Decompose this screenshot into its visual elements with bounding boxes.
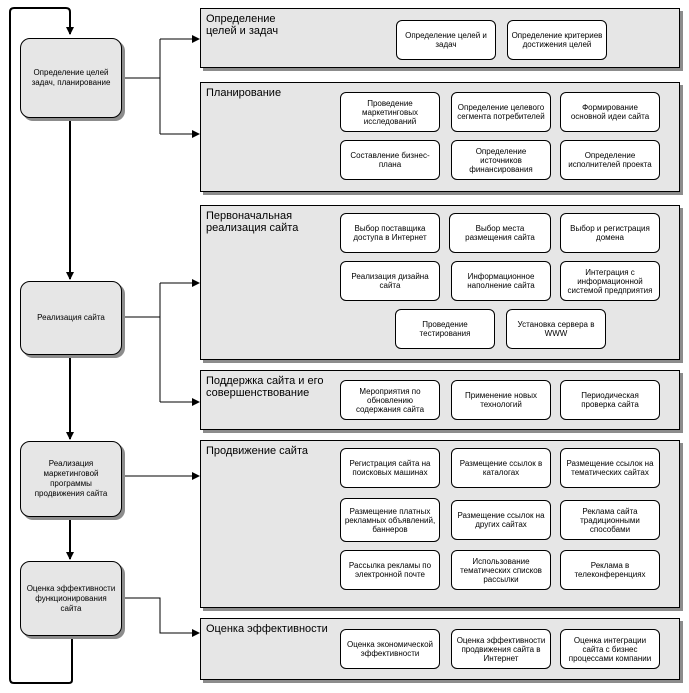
task-box: Формирование основной идеи сайта bbox=[560, 92, 660, 132]
task-box: Определение исполнителей проекта bbox=[560, 140, 660, 180]
branch-stage2 bbox=[122, 283, 161, 402]
panel-title: Продвижение сайта bbox=[206, 445, 308, 457]
task-box: Выбор и регистрация домена bbox=[560, 213, 660, 253]
task-box: Оценка экономической эффективности bbox=[340, 629, 440, 669]
task-box: Определение источников финансирования bbox=[451, 140, 551, 180]
task-box: Выбор поставщика доступа в Интернет bbox=[340, 213, 440, 253]
task-box: Рассылка рекламы по электронной почте bbox=[340, 550, 440, 590]
task-box: Определение целей и задач bbox=[396, 20, 496, 60]
feedback-loop-arrow bbox=[9, 7, 74, 684]
stage-label: Реализация маркетинговой программы продв… bbox=[34, 459, 108, 498]
task-box: Установка сервера в WWW bbox=[506, 309, 606, 349]
task-box: Размещение ссылок в каталогах bbox=[451, 448, 551, 488]
panel-title: Первоначальная реализация сайта bbox=[206, 210, 299, 234]
panel-goals: Определение целей и задач Определение це… bbox=[200, 8, 680, 68]
stage-box-1: Определение целей задач, планирование bbox=[20, 38, 122, 118]
panel-title: Определение целей и задач bbox=[206, 13, 279, 37]
task-box: Составление бизнес-плана bbox=[340, 140, 440, 180]
branch-stage1 bbox=[122, 39, 161, 134]
task-box: Оценка эффективности продвижения сайта в… bbox=[451, 629, 551, 669]
task-box: Реклама в телеконференциях bbox=[560, 550, 660, 590]
task-box: Оценка интеграции сайта с бизнес процесс… bbox=[560, 629, 660, 669]
task-box: Мероприятия по обновлению содержания сай… bbox=[340, 380, 440, 420]
task-box: Размещение ссылок на тематических сайтах bbox=[560, 448, 660, 488]
stage-box-2: Реализация сайта bbox=[20, 281, 122, 355]
task-box: Размещение платных рекламных объявлений,… bbox=[340, 498, 440, 542]
panel-title: Планирование bbox=[206, 87, 282, 99]
panel-title: Поддержка сайта и его совершенствование bbox=[206, 375, 324, 399]
stage-box-3: Реализация маркетинговой программы продв… bbox=[20, 441, 122, 517]
panel-promotion: Продвижение сайта Регистрация сайта на п… bbox=[200, 440, 680, 608]
panel-title: Оценка эффективности bbox=[206, 623, 328, 635]
task-box: Периодическая проверка сайта bbox=[560, 380, 660, 420]
task-box: Реклама сайта традиционными способами bbox=[560, 500, 660, 540]
task-box: Реализация дизайна сайта bbox=[340, 261, 440, 301]
panel-evaluation: Оценка эффективности Оценка экономическо… bbox=[200, 618, 680, 680]
panel-planning: Планирование Проведение маркетинговых ис… bbox=[200, 82, 680, 192]
task-box: Информационное наполнение сайта bbox=[451, 261, 551, 301]
task-box: Определение целевого сегмента потребител… bbox=[451, 92, 551, 132]
stage-label: Оценка эффективности функционирования са… bbox=[26, 583, 116, 613]
branch-stage4-p6 bbox=[122, 597, 200, 637]
panel-support: Поддержка сайта и его совершенствование … bbox=[200, 370, 680, 430]
stage-label: Реализация сайта bbox=[37, 313, 105, 322]
task-box: Определение критериев достижения целей bbox=[507, 20, 607, 60]
panel-implementation: Первоначальная реализация сайта Выбор по… bbox=[200, 205, 680, 360]
task-box: Выбор места размещения сайта bbox=[449, 213, 551, 253]
task-box: Использование тематических списков рассы… bbox=[451, 550, 551, 590]
stage-box-4: Оценка эффективности функционирования са… bbox=[20, 561, 122, 636]
task-box: Применение новых технологий bbox=[451, 380, 551, 420]
task-box: Размещение ссылок на других сайтах bbox=[451, 500, 551, 540]
task-box: Проведение маркетинговых исследований bbox=[340, 92, 440, 132]
task-box: Проведение тестирования bbox=[395, 309, 495, 349]
task-box: Регистрация сайта на поисковых машинах bbox=[340, 448, 440, 488]
task-box: Интеграция с информационной системой пре… bbox=[560, 261, 660, 301]
stage-label: Определение целей задач, планирование bbox=[31, 68, 111, 87]
